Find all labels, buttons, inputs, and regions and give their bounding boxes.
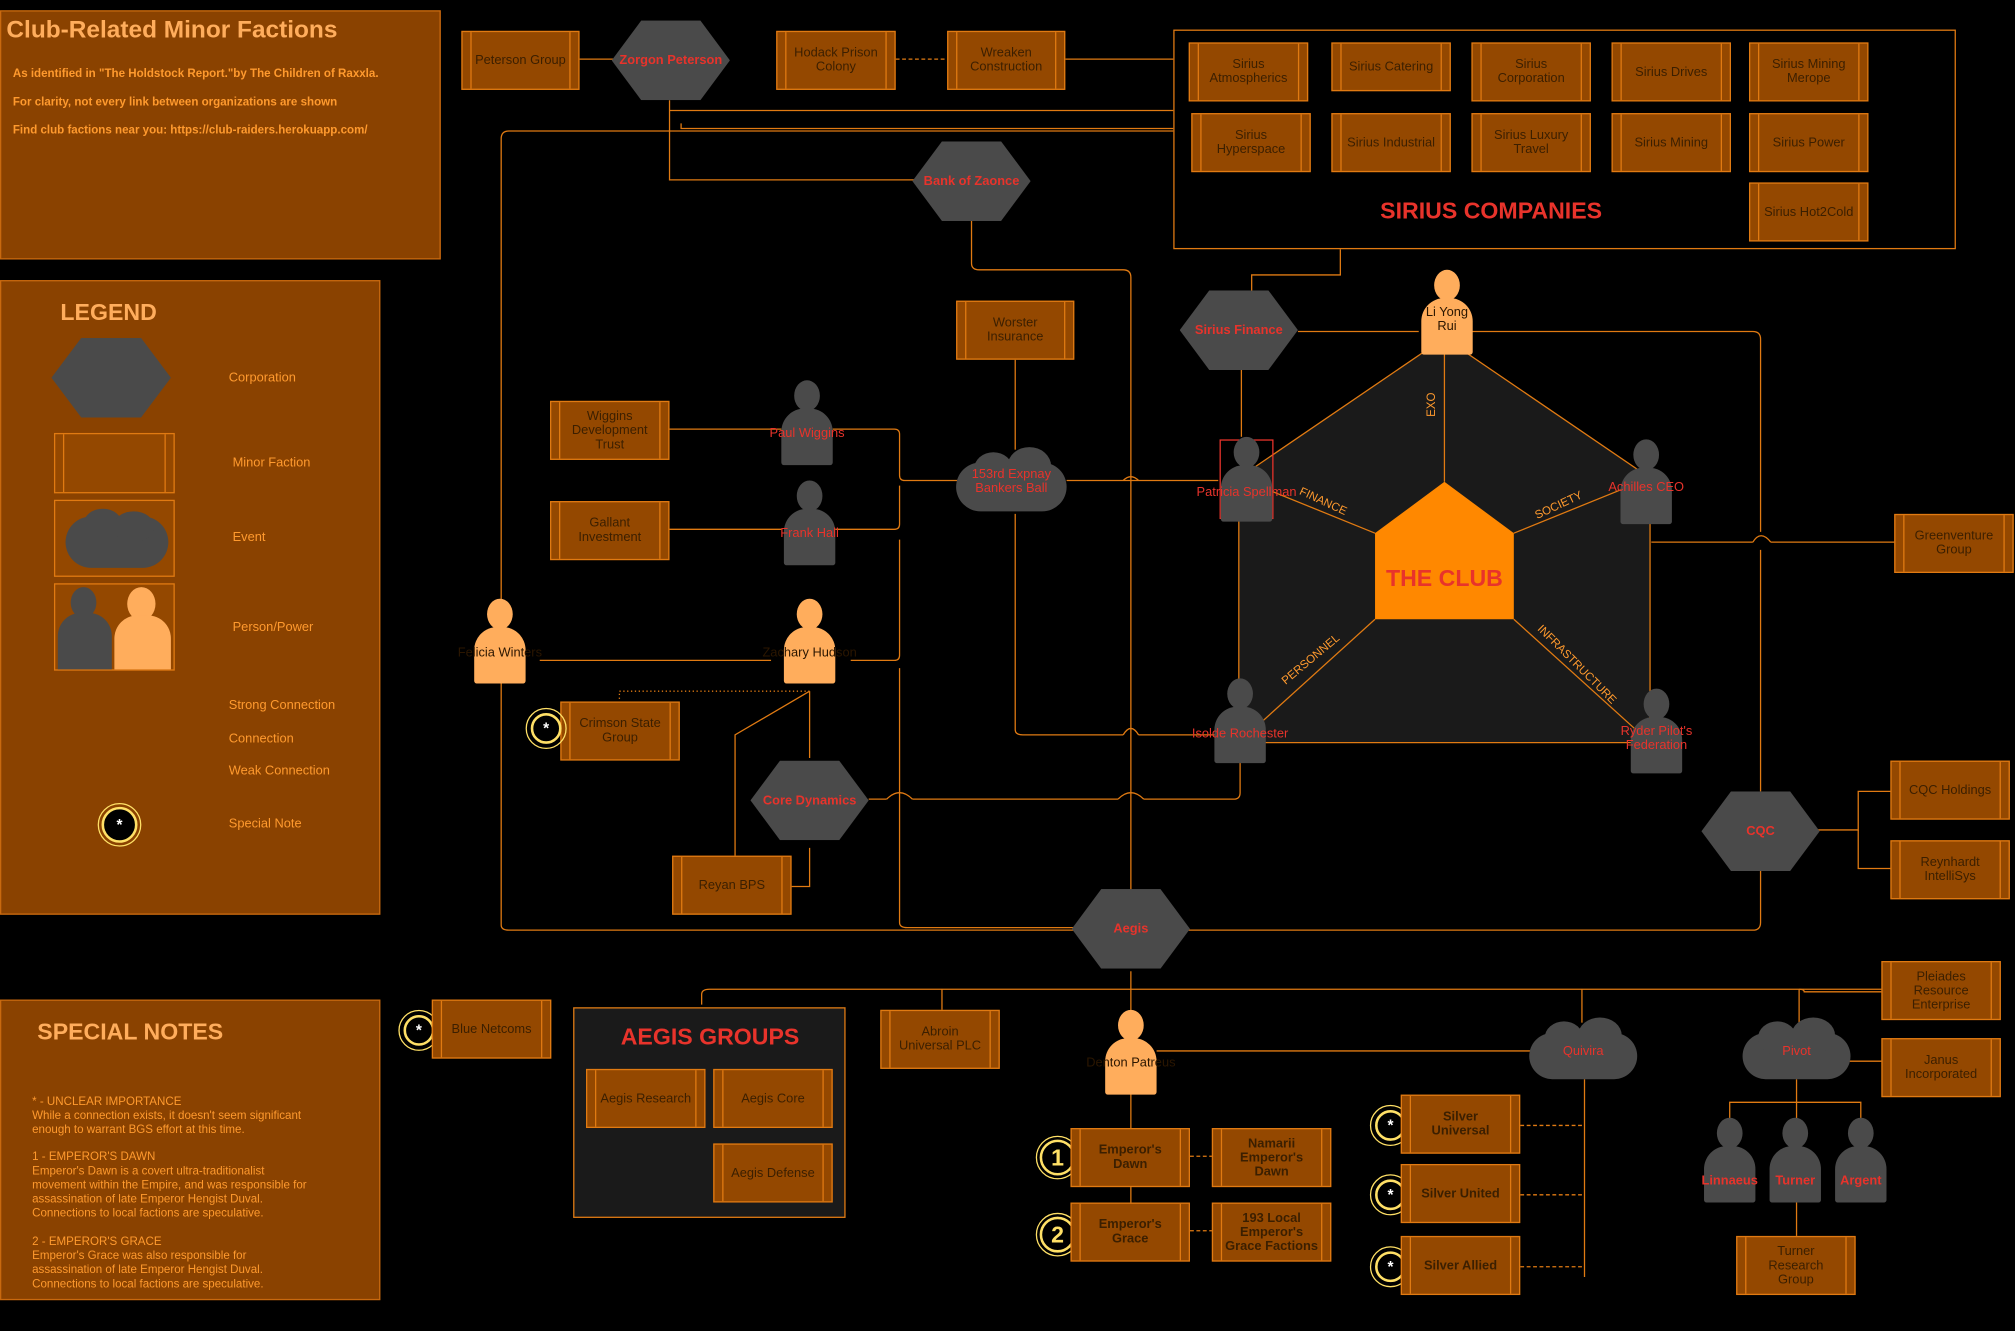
- legend-strong: Strong Connection: [228, 698, 336, 714]
- sirius-luxury-travel[interactable]: Sirius Luxury Travel: [1471, 113, 1591, 173]
- note-silver-united: *: [1369, 1174, 1412, 1216]
- legend-weak: Weak Connection: [228, 764, 330, 779]
- hodack-prison-colony[interactable]: Hodack Prison Colony: [776, 30, 896, 90]
- cqc-holdings[interactable]: CQC Holdings: [1890, 760, 2010, 820]
- crimson-state-group[interactable]: Crimson State Group: [560, 701, 680, 761]
- sirius-companies-title: SIRIUS COMPANIES: [1380, 197, 1603, 224]
- legend-event: Event: [232, 530, 266, 545]
- silver-united[interactable]: Silver United: [1400, 1163, 1521, 1224]
- patricia-spellman[interactable]: Patricia Spellman: [1197, 436, 1297, 522]
- aegis[interactable]: Aegis: [1071, 889, 1190, 969]
- aegis-research[interactable]: Aegis Research: [585, 1068, 706, 1129]
- emperors-grace[interactable]: Emperor's Grace: [1070, 1202, 1190, 1262]
- note-block-unclear: * - UNCLEAR IMPORTANCE While a connectio…: [32, 1094, 302, 1136]
- header-line-3: Find club factions near you: https://clu…: [12, 123, 368, 137]
- sirius-hot2cold[interactable]: Sirius Hot2Cold: [1748, 182, 1869, 242]
- legend-note-shape: *: [97, 802, 142, 847]
- note-block-dawn: 1 - EMPEROR'S DAWN Emperor's Dawn is a c…: [32, 1149, 307, 1220]
- zachary-hudson[interactable]: Zachary Hudson: [762, 598, 857, 684]
- janus-incorporated[interactable]: Janus Incorporated: [1881, 1038, 2001, 1098]
- page-title: Club-Related Minor Factions: [6, 16, 338, 44]
- greenventure-group[interactable]: Greenventure Group: [1894, 513, 2014, 573]
- legend-connection: Connection: [228, 732, 294, 747]
- argent[interactable]: Argent: [1833, 1117, 1890, 1203]
- denton-patreus[interactable]: Denton Patreus: [1086, 1009, 1176, 1095]
- legend-person-shape: [53, 583, 175, 671]
- special-notes-panel: SPECIAL NOTES * - UNCLEAR IMPORTANCE Whi…: [0, 999, 381, 1301]
- peterson-group[interactable]: Peterson Group: [461, 30, 580, 90]
- bankers-ball-event[interactable]: 153rd Expnay Bankers Ball: [956, 447, 1067, 516]
- cqc[interactable]: CQC: [1701, 791, 1820, 872]
- blue-netcoms[interactable]: Blue Netcoms: [431, 999, 552, 1059]
- special-notes-title: SPECIAL NOTES: [37, 1018, 224, 1045]
- spoke-exo: EXO: [1424, 392, 1438, 417]
- linnaeus[interactable]: Linnaeus: [1701, 1117, 1758, 1203]
- emperors-dawn[interactable]: Emperor's Dawn: [1070, 1128, 1190, 1188]
- sirius-hyperspace[interactable]: Sirius Hyperspace: [1191, 113, 1311, 173]
- header-line-2: For clarity, not every link between orga…: [12, 95, 338, 108]
- sirius-power[interactable]: Sirius Power: [1748, 113, 1869, 173]
- turner[interactable]: Turner: [1767, 1117, 1824, 1203]
- gallant-investment[interactable]: Gallant Investment: [550, 501, 670, 561]
- wreaken-construction[interactable]: Wreaken Construction: [947, 30, 1066, 90]
- aegis-core[interactable]: Aegis Core: [713, 1068, 833, 1129]
- worster-insurance[interactable]: Worster Insurance: [956, 300, 1075, 360]
- note-crimson: *: [525, 707, 567, 750]
- sirius-atmospherics[interactable]: Sirius Atmospherics: [1188, 42, 1309, 102]
- legend-corporation-shape: [51, 337, 171, 418]
- legend-panel: LEGEND Corporation Minor Faction Event P…: [0, 280, 381, 915]
- note-block-grace: 2 - EMPEROR'S GRACE Emperor's Grace was …: [32, 1234, 264, 1290]
- silver-universal[interactable]: Silver Universal: [1400, 1094, 1521, 1154]
- pivot-event[interactable]: Pivot: [1742, 1017, 1851, 1085]
- sirius-companies-box: SIRIUS COMPANIES: [1173, 29, 1956, 250]
- li-yong-rui[interactable]: Li Yong Rui: [1419, 269, 1476, 355]
- sirius-mining[interactable]: Sirius Mining: [1611, 113, 1732, 173]
- the-club-title: THE CLUB: [1385, 565, 1503, 591]
- sirius-catering[interactable]: Sirius Catering: [1331, 42, 1451, 92]
- legend-event-shape: [53, 499, 175, 577]
- abroin-universal-plc[interactable]: Abroin Universal PLC: [880, 1009, 1000, 1069]
- ryder-pilots-federation[interactable]: Ryder Pilot's Federation: [1621, 688, 1692, 774]
- reynhardt-intellisys[interactable]: Reynhardt IntelliSys: [1890, 840, 2010, 900]
- sirius-corporation[interactable]: Sirius Corporation: [1471, 42, 1591, 102]
- frank-hall[interactable]: Frank Hall: [780, 480, 839, 566]
- aegis-groups-title: AEGIS GROUPS: [620, 1023, 800, 1050]
- pleiades-resource-enterprise[interactable]: Pleiades Resource Enterprise: [1881, 960, 2001, 1021]
- sirius-mining-merope[interactable]: Sirius Mining Merope: [1748, 42, 1869, 102]
- wiggins-development-trust[interactable]: Wiggins Development Trust: [550, 400, 670, 460]
- reyan-bps[interactable]: Reyan BPS: [672, 855, 792, 915]
- paul-wiggins[interactable]: Paul Wiggins: [770, 380, 845, 466]
- aegis-defense[interactable]: Aegis Defense: [713, 1143, 833, 1203]
- header-panel: Club-Related Minor Factions As identifie…: [0, 10, 441, 260]
- sirius-drives[interactable]: Sirius Drives: [1611, 42, 1732, 102]
- isolde-rochester[interactable]: Isolde Rochester: [1192, 678, 1288, 764]
- silver-allied[interactable]: Silver Allied: [1400, 1235, 1521, 1296]
- felicia-winters[interactable]: Felicia Winters: [458, 598, 542, 684]
- legend-title: LEGEND: [60, 299, 157, 326]
- header-line-1: As identified in "The Holdstock Report."…: [12, 66, 379, 80]
- legend-minor-faction-shape: [53, 432, 175, 494]
- legend-special-note: Special Note: [228, 817, 302, 832]
- namarii-emperors-dawn[interactable]: Namarii Emperor's Dawn: [1211, 1128, 1332, 1188]
- club-pentagon: [1238, 337, 1651, 744]
- legend-minor-faction: Minor Faction: [232, 456, 311, 471]
- turner-research-group[interactable]: Turner Research Group: [1736, 1235, 1856, 1296]
- legend-person: Person/Power: [232, 620, 314, 635]
- local-emperors-grace-factions[interactable]: 193 Local Emperor's Grace Factions: [1211, 1202, 1332, 1262]
- achilles-ceo[interactable]: Achilles CEO: [1608, 439, 1684, 525]
- quivira-event[interactable]: Quivira: [1529, 1017, 1638, 1085]
- sirius-industrial[interactable]: Sirius Industrial: [1331, 113, 1451, 173]
- legend-corporation: Corporation: [228, 371, 296, 386]
